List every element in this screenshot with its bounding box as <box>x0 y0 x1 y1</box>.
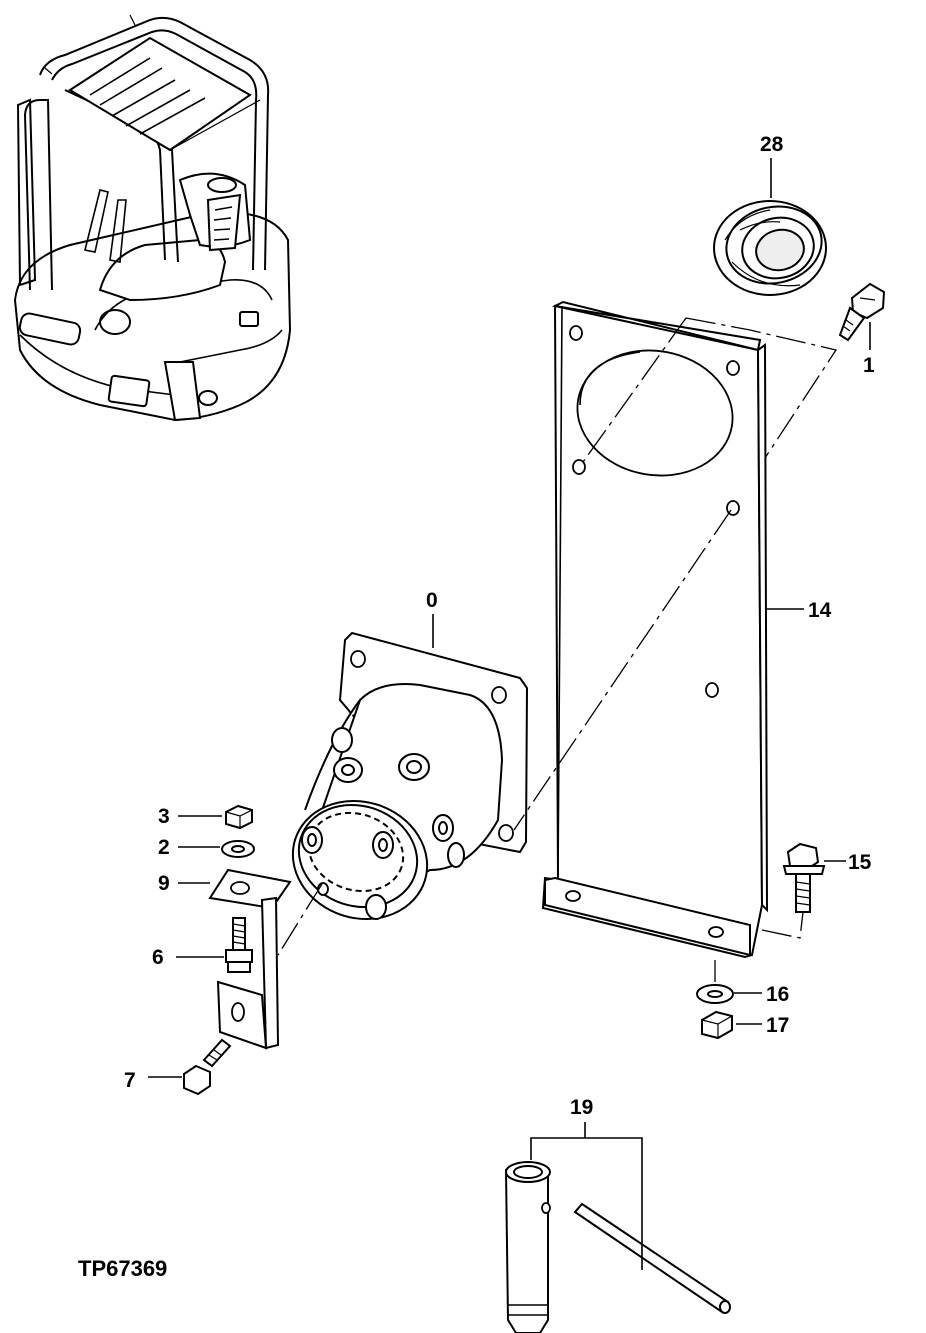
callout-1: 1 <box>863 354 875 377</box>
part-28-plug <box>713 200 827 296</box>
part-19-tool <box>504 1161 731 1333</box>
part-17-nut <box>701 1010 733 1040</box>
part-3-nut <box>225 804 253 830</box>
callout-0: 0 <box>426 589 438 612</box>
callout-9: 9 <box>158 872 170 895</box>
part-2-washer <box>221 840 255 858</box>
part-7-bolt <box>183 1038 232 1096</box>
part-9-bracket <box>208 868 292 1050</box>
part-14-mounting-plate <box>541 300 769 959</box>
callout-2: 2 <box>158 836 170 859</box>
part-15-bolt <box>782 842 826 913</box>
assembly-lines <box>277 317 838 982</box>
callout-16: 16 <box>766 983 789 1006</box>
part-0-motor-assembly <box>291 631 529 921</box>
callout-28: 28 <box>760 133 784 156</box>
excavator-overview-illustration <box>13 14 292 422</box>
callout-19: 19 <box>570 1096 593 1119</box>
figure-id: TP67369 <box>78 1256 167 1281</box>
callout-17: 17 <box>766 1014 789 1037</box>
part-6-bolt <box>225 917 253 973</box>
callout-14: 14 <box>808 599 832 622</box>
callout-7: 7 <box>124 1069 136 1092</box>
callout-6: 6 <box>152 946 164 969</box>
callout-3: 3 <box>158 805 170 828</box>
part-1-bolt <box>838 282 886 342</box>
callout-15: 15 <box>848 851 872 874</box>
part-16-washer <box>696 984 734 1004</box>
